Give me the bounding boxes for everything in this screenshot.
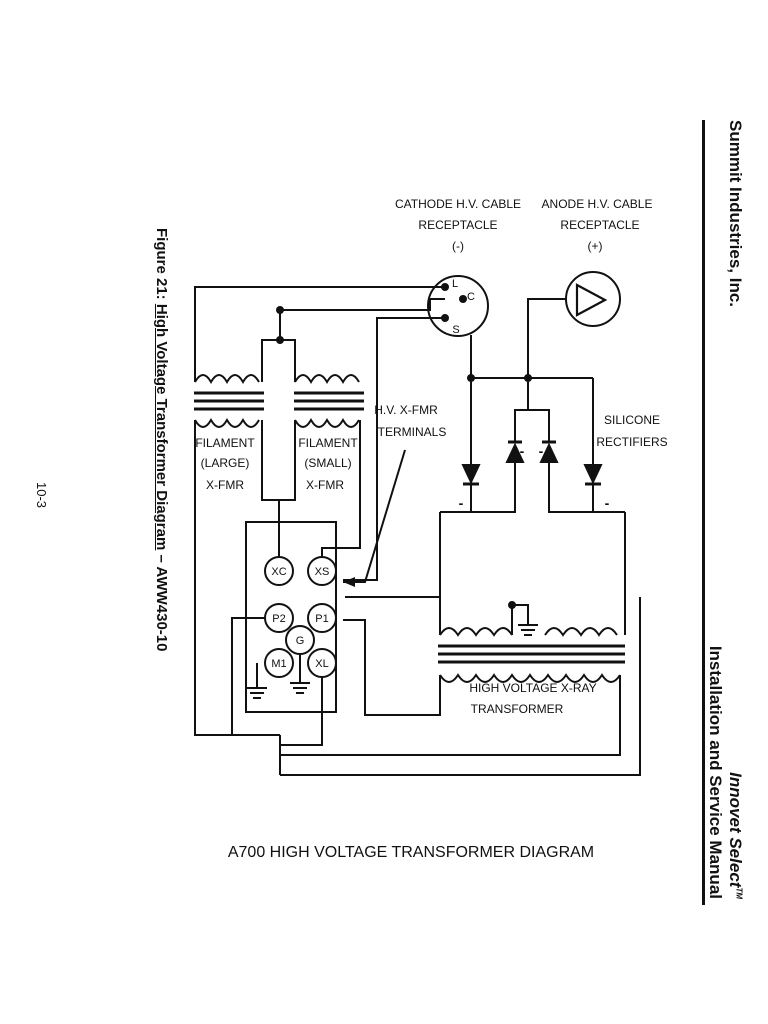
ground-symbols: [247, 615, 538, 699]
hv-terminal-arrow: [343, 449, 406, 583]
minus-sign-3: -: [539, 443, 544, 459]
hv-terminals-line1: H.V. X-FMR: [374, 403, 438, 417]
anode-receptacle: [565, 271, 621, 327]
cathode-receptacle: [427, 275, 489, 337]
cathode-pin-s: S: [452, 324, 459, 336]
cathode-pin-l: L: [452, 278, 458, 290]
filament-transformer-large: [194, 374, 264, 428]
terminal-wiring: [194, 420, 361, 775]
filament-large-line1: FILAMENT: [195, 436, 255, 450]
terminal-p1: P1: [315, 613, 328, 625]
anode-label-line1: ANODE H.V. CABLE: [542, 197, 653, 211]
cathode-pin-c: C: [467, 291, 475, 303]
anode-label-line2: RECEPTACLE: [560, 218, 639, 232]
anode-polarity: (+): [588, 239, 603, 253]
minus-sign-2: -: [520, 443, 525, 459]
filament-large-line3: X-FMR: [206, 478, 244, 492]
terminal-m1: M1: [271, 658, 286, 670]
cathode-label-line1: CATHODE H.V. CABLE: [395, 197, 521, 211]
cathode-label-line2: RECEPTACLE: [418, 218, 497, 232]
hv-terminals-line2: TERMINALS: [378, 425, 447, 439]
silicone-rectifiers: [440, 378, 625, 513]
rectifiers-line1: SILICONE: [604, 413, 660, 427]
filament-small-line1: FILAMENT: [298, 436, 358, 450]
hv-xray-transformer: [280, 512, 641, 776]
hv-transformer-line1: HIGH VOLTAGE X-RAY: [469, 681, 596, 695]
filament-small-line3: X-FMR: [306, 478, 344, 492]
hv-transformer-line2: TRANSFORMER: [471, 702, 564, 716]
filament-transformer-small: [294, 374, 364, 428]
terminal-xl: XL: [315, 658, 328, 670]
terminal-xs: XS: [315, 566, 330, 578]
diagram-title: A700 HIGH VOLTAGE TRANSFORMER DIAGRAM: [228, 844, 594, 861]
minus-sign-4: -: [605, 495, 610, 511]
minus-sign-1: -: [459, 495, 464, 511]
filament-large-line2: (LARGE): [201, 456, 250, 470]
rectifiers-line2: RECTIFIERS: [596, 435, 667, 449]
terminal-xc: XC: [271, 566, 286, 578]
terminal-g: G: [296, 635, 305, 647]
terminal-p2: P2: [272, 613, 285, 625]
filament-small-line2: (SMALL): [304, 456, 351, 470]
cathode-polarity: (-): [452, 239, 464, 253]
